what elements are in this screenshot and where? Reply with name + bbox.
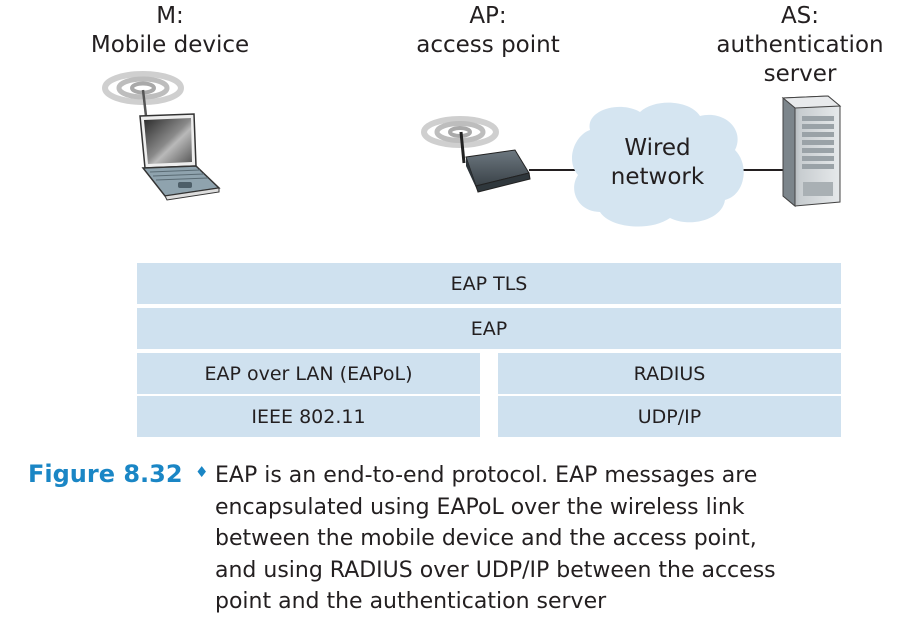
auth-server-subtitle-line-2: server bbox=[763, 61, 837, 87]
caption-line-5: point and the authentication server bbox=[215, 589, 607, 614]
layer-radius: RADIUS bbox=[498, 353, 841, 394]
caption-line-4: and using RADIUS over UDP/IP between the… bbox=[215, 557, 776, 583]
figure-number: Figure 8.32 bbox=[28, 460, 183, 488]
layer-ieee-80211: IEEE 802.11 bbox=[137, 396, 480, 437]
access-point-title: AP: bbox=[469, 3, 507, 29]
wired-network-cloud bbox=[571, 102, 744, 227]
layer-eap: EAP bbox=[137, 308, 841, 349]
mobile-device-title: M: bbox=[156, 3, 184, 29]
caption-line-3: between the mobile device and the access… bbox=[215, 526, 757, 551]
ap-wireless-signal-icon bbox=[421, 116, 499, 148]
auth-server-label: AS: authentication server bbox=[700, 2, 900, 89]
layer-eapol: EAP over LAN (EAPoL) bbox=[137, 353, 480, 394]
diamond-bullet-icon: ♦ bbox=[195, 463, 209, 481]
mobile-device-label: M: Mobile device bbox=[70, 2, 270, 60]
wired-network-label-line-2: network bbox=[610, 164, 705, 190]
mobile-device-subtitle: Mobile device bbox=[90, 32, 250, 58]
caption-text: EAP is an end-to-end protocol. EAP messa… bbox=[215, 460, 776, 618]
caption-line-1: EAP is an end-to-end protocol. EAP messa… bbox=[215, 463, 758, 488]
caption-line-2: encapsulated using EAPoL over the wirele… bbox=[215, 494, 745, 520]
wired-network-label: Wired network bbox=[575, 134, 740, 192]
layer-udp-ip: UDP/IP bbox=[498, 396, 841, 437]
layer-eap-tls: EAP TLS bbox=[137, 263, 841, 304]
access-point-icon bbox=[459, 131, 531, 193]
auth-server-subtitle-line-1: authentication bbox=[716, 32, 884, 58]
laptop-icon bbox=[139, 89, 221, 201]
access-point-subtitle: access point bbox=[416, 32, 560, 58]
server-icon bbox=[781, 95, 842, 208]
network-diagram bbox=[102, 71, 842, 227]
wired-network-label-line-1: Wired bbox=[624, 135, 691, 161]
access-point-label: AP: access point bbox=[388, 2, 588, 60]
auth-server-title: AS: bbox=[780, 3, 820, 29]
